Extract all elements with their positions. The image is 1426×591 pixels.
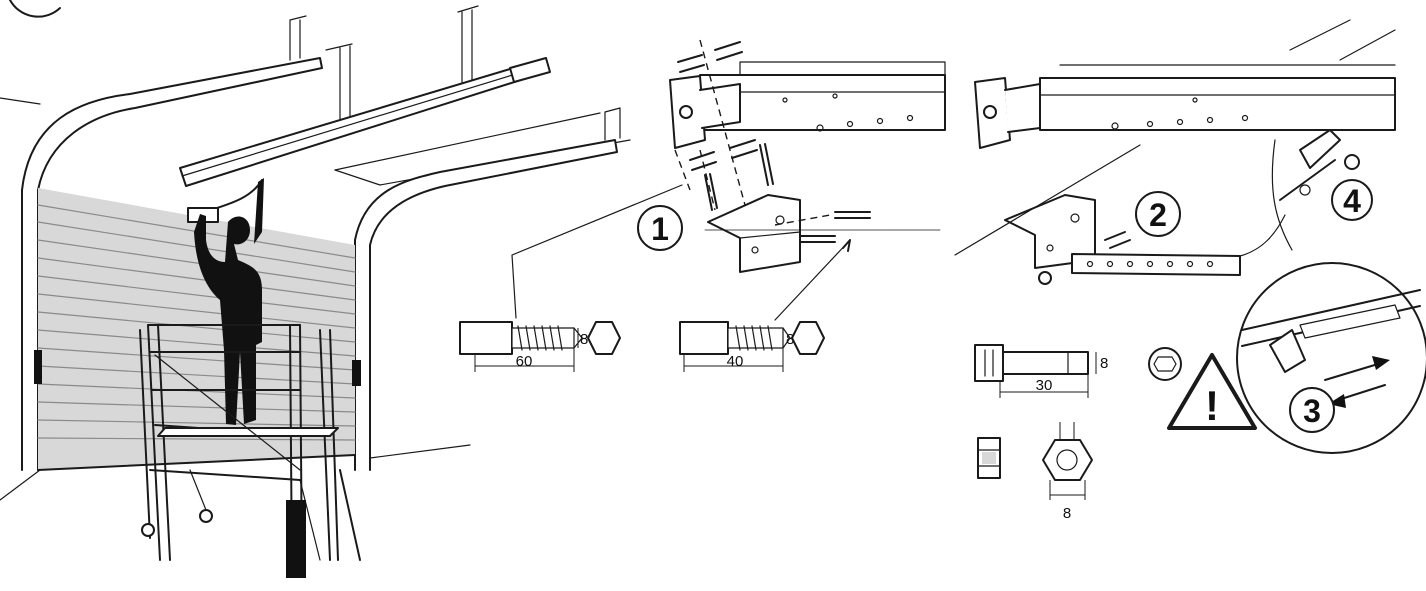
step1-align-dash xyxy=(699,39,761,261)
step1-screw-b xyxy=(759,143,774,186)
warning-glyph: ! xyxy=(1205,382,1219,429)
right-curved-rail xyxy=(354,139,618,471)
magnified-trolley xyxy=(1269,329,1306,373)
step1-circle xyxy=(637,205,683,251)
magnifier-circle xyxy=(1236,262,1426,454)
hanger-3 xyxy=(457,5,479,91)
slide-arrow-right xyxy=(1324,363,1379,381)
hanger-1 xyxy=(289,15,307,61)
right-hanger xyxy=(604,107,621,141)
slide-arrows-icon xyxy=(1372,356,1390,370)
step4-number: 4 xyxy=(1343,183,1361,219)
screw-40-length: 40 xyxy=(727,353,744,370)
magnifier-leader xyxy=(1271,139,1293,251)
cut-step-circle xyxy=(9,0,61,18)
door-bottom xyxy=(37,454,356,471)
screw-40-drawing: 40 8 xyxy=(679,321,825,372)
installer-raised-arm xyxy=(254,178,264,244)
ceiling-line-right xyxy=(334,112,601,171)
screw-60-length: 60 xyxy=(516,353,533,370)
ceiling-line-left xyxy=(0,97,41,105)
step4-detail: 4 xyxy=(1279,129,1373,221)
step2-detail: 2 xyxy=(954,19,1396,285)
screw-60-drawing: 60 8 xyxy=(459,321,621,372)
step2-nut xyxy=(1038,271,1052,285)
step4-nut xyxy=(1344,154,1360,170)
step3-circle xyxy=(1289,387,1335,433)
step1-screw-c xyxy=(834,211,871,219)
step2-drive-arm xyxy=(1071,253,1241,276)
hanger-2 xyxy=(325,43,353,121)
left-curved-rail xyxy=(21,57,323,191)
handle-left xyxy=(34,350,42,384)
garage-scene xyxy=(0,0,631,578)
warning-triangle-icon: ! xyxy=(1167,353,1257,430)
nut-size: 8 xyxy=(1063,505,1071,522)
nut-drawing: 8 xyxy=(977,422,1093,522)
handle-right xyxy=(352,360,361,386)
step1-leader-a xyxy=(511,184,683,319)
opener-rail-centre xyxy=(181,65,543,177)
step4-circle xyxy=(1331,179,1373,221)
screw-60-head-hex xyxy=(587,321,621,355)
step4-bracket xyxy=(1299,129,1341,169)
step1-screw-a xyxy=(704,173,718,211)
bolt-30-diameter: 8 xyxy=(1100,355,1108,372)
step3-number: 3 xyxy=(1303,393,1321,429)
screw-60-diameter: 8 xyxy=(580,331,588,348)
bolt-30-drawing: 30 8 xyxy=(974,344,1182,398)
step2-bolt xyxy=(1104,231,1131,249)
floor-lines xyxy=(0,444,471,501)
step1-detail: 1 xyxy=(511,39,946,321)
door-panel xyxy=(38,188,355,470)
step2-rail xyxy=(1039,77,1396,131)
magnifier: 3 xyxy=(1236,139,1426,454)
opener-motor-end xyxy=(509,57,551,83)
step1-leader-b xyxy=(774,239,851,321)
bolt-30-length: 30 xyxy=(1036,377,1053,394)
step2-number: 2 xyxy=(1149,197,1167,233)
slide-arrow-left xyxy=(1337,384,1386,401)
step1-parallel-marks xyxy=(677,41,758,171)
scaffold xyxy=(139,324,361,578)
left-rail xyxy=(21,189,39,471)
step2-circle xyxy=(1135,191,1181,237)
screw-40-head-hex xyxy=(791,321,825,355)
step1-number: 1 xyxy=(651,211,669,247)
step1-screw-d xyxy=(799,235,836,243)
installer-silhouette xyxy=(194,214,262,425)
screw-40-diameter: 8 xyxy=(786,331,794,348)
